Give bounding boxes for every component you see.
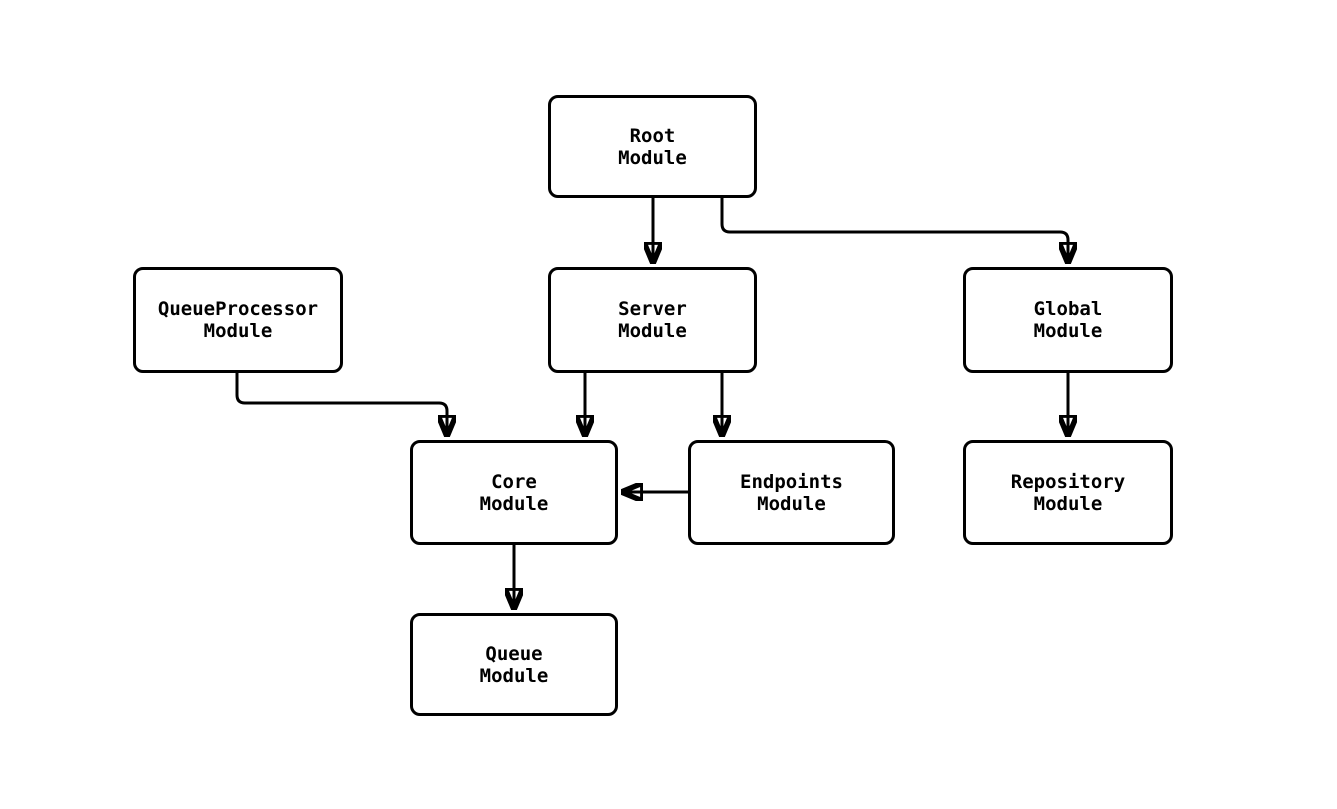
node-label: Module [757,492,826,515]
node-label: Endpoints [740,470,843,493]
node-label: Module [479,664,549,687]
edge-root-global [720,198,1068,262]
node-label: Module [1033,320,1103,342]
node-label: Module [618,146,687,169]
node-root-module: Root Module [548,95,757,198]
node-queue-module: Queue Module [410,613,618,716]
node-global-module: Global Module [963,267,1173,373]
node-label: QueueProcessor [157,298,319,320]
node-label: Global [1033,298,1103,320]
node-label: Server [618,298,687,320]
node-label: Queue [485,642,543,665]
node-label: Repository [1010,470,1126,493]
node-queueprocessor-module: QueueProcessor Module [133,267,343,373]
node-label: Root [629,124,676,147]
node-core-module: Core Module [410,440,618,545]
node-repository-module: Repository Module [963,440,1173,545]
node-label: Module [618,320,687,342]
edge-queueprocessor-core [235,373,447,435]
node-label: Core [491,470,537,493]
node-label: Module [203,320,273,342]
node-server-module: Server Module [548,267,757,373]
node-label: Module [1033,492,1103,515]
node-endpoints-module: Endpoints Module [688,440,895,545]
node-label: Module [479,492,549,515]
